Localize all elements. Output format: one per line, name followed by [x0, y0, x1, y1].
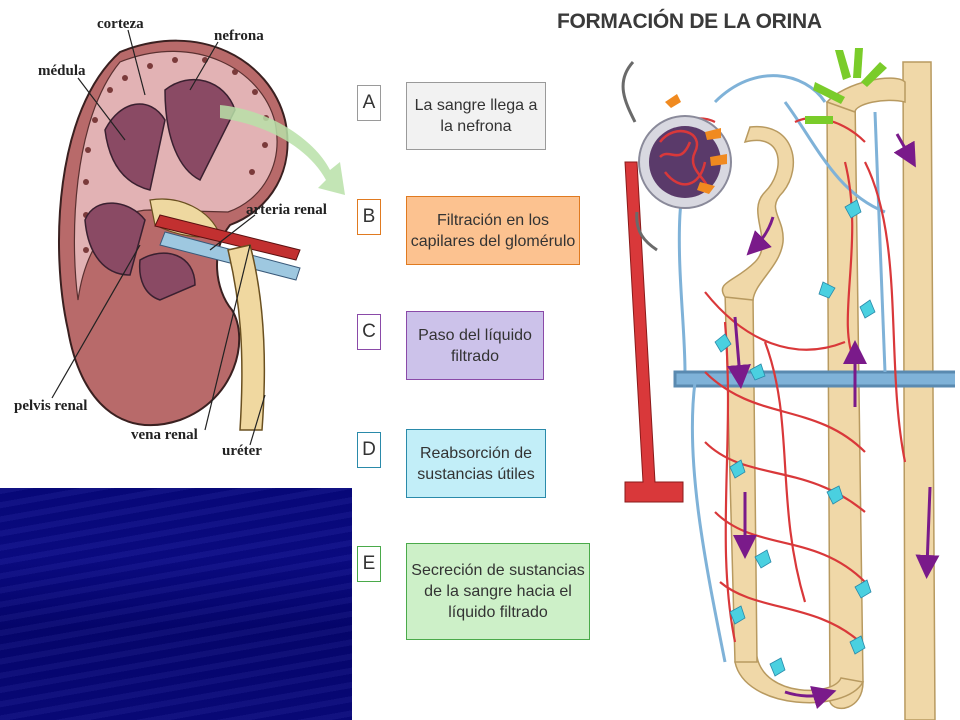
step-letter-e: E — [357, 546, 381, 582]
medulla-pyramid — [84, 202, 146, 276]
label-medula: médula — [38, 63, 86, 79]
collecting-duct — [902, 61, 936, 720]
renal-artery — [154, 214, 301, 261]
proximal-tubule — [721, 126, 795, 301]
label-nefrona: nefrona — [214, 28, 264, 44]
step-box-d: Reabsorción de sustancias útiles — [406, 429, 546, 498]
step-letter-b: B — [357, 199, 381, 235]
step-box-a: La sangre llega a la nefrona — [406, 82, 546, 150]
kidney-illustration — [51, 29, 345, 446]
blue-background-panel — [0, 488, 352, 720]
medulla-pyramid — [104, 103, 166, 191]
medulla-pyramid — [138, 252, 196, 301]
step-box-e: Secreción de sustancias de la sangre hac… — [406, 543, 590, 640]
step-letter-c: C — [357, 314, 381, 350]
step-letter-d: D — [357, 432, 381, 468]
diagram-title: FORMACIÓN DE LA ORINA — [557, 10, 822, 33]
label-corteza: corteza — [97, 16, 144, 32]
step-box-c: Paso del líquido filtrado — [406, 311, 544, 380]
label-arteria-renal: arteria renal — [246, 202, 327, 218]
label-vena-renal: vena renal — [131, 427, 198, 443]
ureter — [227, 244, 266, 431]
step-letter-a: A — [357, 85, 381, 121]
nephron-illustration — [621, 48, 955, 720]
distal-tubule — [825, 77, 906, 114]
zoom-arrow — [220, 105, 345, 195]
medulla-pyramid — [164, 78, 236, 182]
label-pelvis-renal: pelvis renal — [14, 398, 88, 414]
ascending-limb — [826, 96, 864, 710]
afferent-artery — [624, 161, 684, 503]
step-box-b: Filtración en los capilares del glomérul… — [406, 196, 580, 265]
label-ureter: uréter — [222, 443, 262, 459]
